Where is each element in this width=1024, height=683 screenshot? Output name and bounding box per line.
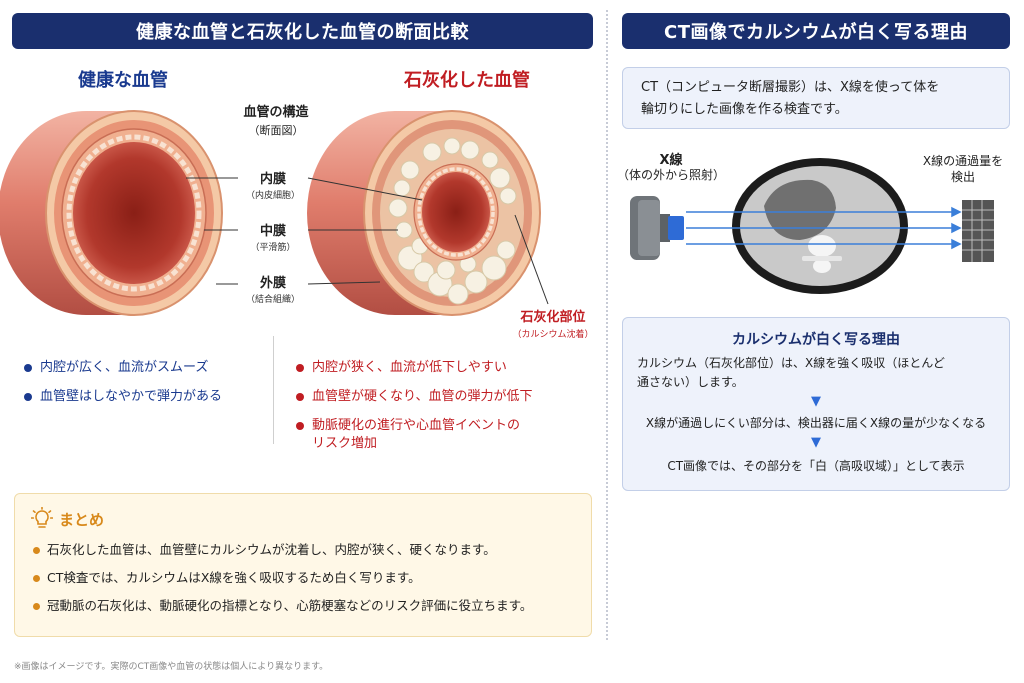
summary-header: まとめ [31,507,104,531]
bullet-icon [296,364,304,372]
bullet-icon [24,393,32,401]
reason-line: X線が通過しにくい部分は、検出器に届くX線の量が少なくなる [645,416,987,430]
layer-sub: （平滑筋） [250,243,296,253]
layer-name: 内膜 [259,172,286,187]
reason-title: カルシウムが白く写る理由 [732,332,900,348]
ct-diagram [630,158,994,294]
bullet-icon [33,575,40,582]
detector-label: X線の通過量を 検出 [910,153,1016,185]
footnote: ※画像はイメージです。実際のCT画像や血管の状態は個人により異なります。 [14,662,329,672]
list-item: CT検査では、カルシウムはX線を強く吸収するため白く写ります。 [33,570,589,586]
ct-intro-box: CT（コンピュータ断層撮影）は、X線を使って体を 輪切りにした画像を作る検査です… [622,67,1010,129]
right-header: CT画像でカルシウムが白く写る理由 [622,13,1010,49]
summary-text: CT検査では、カルシウムはX線を強く吸収するため白く写ります。 [47,570,421,585]
ct-intro-line: CT（コンピュータ断層撮影）は、X線を使って体を [641,80,940,95]
bullet-icon [296,422,304,430]
calcification-site-sub: （カルシウム沈着） [512,330,594,340]
layer-media: 中膜 （平滑筋） [238,220,308,253]
column-separator [273,336,274,444]
summary-list: 石灰化した血管は、血管壁にカルシウムが沈着し、内腔が狭く、硬くなります。 CT検… [33,542,589,626]
detector-label-line: 検出 [950,170,975,184]
bullet-icon [33,547,40,554]
summary-title: まとめ [59,510,105,529]
summary-text: 冠動脈の石灰化は、動脈硬化の指標となり、心筋梗塞などのリスク評価に役立ちます。 [47,598,533,613]
bullet-icon [24,364,32,372]
layer-name: 中膜 [259,224,286,239]
list-item: 冠動脈の石灰化は、動脈硬化の指標となり、心筋梗塞などのリスク評価に役立ちます。 [33,598,589,614]
bullet-text: 血管壁が硬くなり、血管の弾力が低下 [312,389,533,404]
xray-label-sub: （体の外から照射） [617,168,726,182]
structure-heading: 血管の構造 （断面図） [226,101,326,138]
healthy-bullets: 内腔が広く、血流がスムーズ 血管壁はしなやかで弾力がある [24,359,264,417]
detector-icon [962,200,994,262]
layer-adventitia: 外膜 （結合組織） [238,272,308,305]
calcified-title: 石灰化した血管 [404,70,530,91]
xray-source-icon [630,196,684,260]
bullet-icon [296,393,304,401]
ct-intro-line: 輪切りにした画像を作る検査です。 [641,102,848,117]
layer-sub: （内皮細胞） [245,191,300,201]
bullet-text: 動脈硬化の進行や心血管イベントの [312,418,521,433]
xray-source-label: X線 （体の外から照射） [617,153,725,183]
layer-intima: 内膜 （内皮細胞） [238,168,308,201]
healthy-title: 健康な血管 [78,70,168,91]
bullet-text: 内腔が狭く、血流が低下しやすい [312,360,507,375]
section-divider [606,10,608,640]
bullet-icon [33,603,40,610]
list-item: 内腔が狭く、血流が低下しやすい [296,359,586,377]
list-item: 石灰化した血管は、血管壁にカルシウムが沈着し、内腔が狭く、硬くなります。 [33,542,589,558]
reason-box: カルシウムが白く写る理由 カルシウム（石灰化部位）は、X線を強く吸収（ほとんど … [622,317,1010,491]
layer-sub: （結合組織） [245,295,300,305]
bullet-text-continued: リスク増加 [312,436,378,451]
list-item: 血管壁はしなやかで弾力がある [24,388,264,406]
xray-beams [686,206,962,250]
list-item: 内腔が広く、血流がスムーズ [24,359,264,377]
list-item: 血管壁が硬くなり、血管の弾力が低下 [296,388,586,406]
bullet-text: 血管壁はしなやかで弾力がある [40,389,223,404]
reason-line: CT画像では、その部分を「白（高吸収域）」として表示 [667,459,965,473]
reason-line: カルシウム（石灰化部位）は、X線を強く吸収（ほとんど [637,356,945,370]
calcification-site-label: 石灰化部位 （カルシウム沈着） [512,306,594,340]
down-arrow-icon: ▼ [811,435,821,450]
detector-label-line: X線の通過量を [922,154,1004,168]
structure-title: 血管の構造 [243,105,309,120]
left-header: 健康な血管と石灰化した血管の断面比較 [12,13,593,49]
down-arrow-icon: ▼ [811,394,821,409]
vessel-illustrations [0,110,549,316]
layer-name: 外膜 [259,276,286,291]
ct-slice-image [732,158,908,294]
summary-text: 石灰化した血管は、血管壁にカルシウムが沈着し、内腔が狭く、硬くなります。 [47,542,496,557]
lightbulb-icon [31,507,53,528]
calcified-vessel [307,110,541,316]
healthy-vessel [0,110,223,316]
summary-box: まとめ 石灰化した血管は、血管壁にカルシウムが沈着し、内腔が狭く、硬くなります。… [14,493,592,637]
leader-lines [186,177,549,305]
list-item: 動脈硬化の進行や心血管イベントのリスク増加 [296,417,586,453]
calcification-site-name: 石灰化部位 [520,310,586,325]
calcified-bullets: 内腔が狭く、血流が低下しやすい 血管壁が硬くなり、血管の弾力が低下 動脈硬化の進… [296,359,586,464]
xray-label-name: X線 [659,153,683,168]
reason-line: 通さない）します。 [637,375,744,389]
structure-subtitle: （断面図） [248,124,304,137]
reason-text: カルシウム（石灰化部位）は、X線を強く吸収（ほとんど 通さない）します。 [637,354,997,392]
bullet-text: 内腔が広く、血流がスムーズ [40,360,209,375]
